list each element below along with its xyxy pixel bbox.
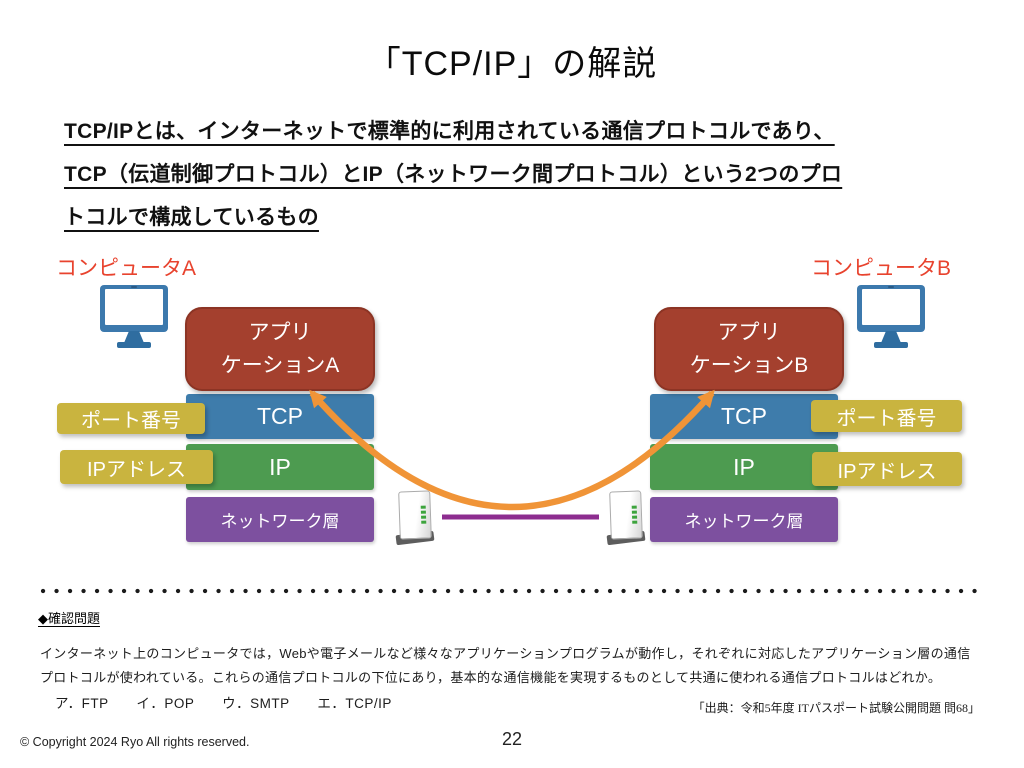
computer-monitor-icon <box>857 285 925 348</box>
tcp-layer-b: TCP <box>650 394 838 439</box>
tcp-layer-a: TCP <box>186 394 374 439</box>
monitor-camera-dot <box>131 286 137 288</box>
question-heading: ◆確認問題 <box>38 611 100 626</box>
monitor-base <box>117 342 151 348</box>
question-line: インターネット上のコンピュータでは，Webや電子メールなど様々なアプリケーション… <box>40 646 971 661</box>
computer-monitor-icon <box>100 285 168 348</box>
application-b-line2: ケーションB <box>689 354 809 377</box>
intro-line: TCP/IPとは、インターネットで標準的に利用されている通信プロトコルであり、 <box>64 120 835 143</box>
ip-layer-a: IP <box>186 444 374 490</box>
monitor-stand <box>881 331 901 343</box>
question-options: ア．FTP イ．POP ウ．SMTP エ．TCP/IP <box>55 696 392 711</box>
router-body <box>609 490 643 540</box>
router-body <box>398 490 432 540</box>
application-a-line2: ケーションA <box>220 354 340 377</box>
monitor-screen <box>862 289 920 325</box>
monitor-screen <box>105 289 163 325</box>
application-b-line1: アプリ <box>717 321 781 344</box>
intro-line: TCP（伝道制御プロトコル）とIP（ネットワーク間プロトコル）という2つのプロ <box>64 163 843 186</box>
monitor-camera-dot <box>888 286 894 288</box>
application-a-line1: アプリ <box>248 321 312 344</box>
application-a-box: アプリ ケーションA <box>185 307 375 391</box>
router-icon-right <box>606 489 646 547</box>
monitor-base <box>874 342 908 348</box>
ip-address-tag-a: IPアドレス <box>60 450 213 484</box>
footer-copyright: © Copyright 2024 Ryo All rights reserved… <box>20 735 250 749</box>
router-icon-left <box>395 489 435 547</box>
question-source: 「出典：令和5年度 ITパスポート試験公開問題 問68」 <box>692 701 980 715</box>
intro-line: トコルで構成しているもの <box>64 206 319 229</box>
computer-b-label: コンピュータB <box>811 257 952 280</box>
page-number: 22 <box>501 729 523 749</box>
network-layer-a: ネットワーク層 <box>186 497 374 542</box>
ip-address-tag-b: IPアドレス <box>812 452 962 486</box>
ip-layer-b: IP <box>650 444 838 490</box>
computer-a-label: コンピュータA <box>56 257 197 280</box>
monitor-stand <box>124 331 144 343</box>
router-led-lights <box>420 505 427 524</box>
router-led-lights <box>631 505 638 524</box>
port-number-tag-a: ポート番号 <box>57 403 205 434</box>
intro-paragraph: TCP/IPとは、インターネットで標準的に利用されている通信プロトコルであり、 … <box>64 110 964 239</box>
question-text: インターネット上のコンピュータでは，Webや電子メールなど様々なアプリケーション… <box>40 642 985 690</box>
port-number-tag-b: ポート番号 <box>811 400 962 432</box>
question-line: プロトコルが使われている。これらの通信プロトコルの下位にあり，基本的な通信機能を… <box>40 670 942 685</box>
application-b-box: アプリ ケーションB <box>654 307 844 391</box>
network-layer-b: ネットワーク層 <box>650 497 838 542</box>
page-title: 「TCP/IP」の解説 <box>366 45 658 83</box>
